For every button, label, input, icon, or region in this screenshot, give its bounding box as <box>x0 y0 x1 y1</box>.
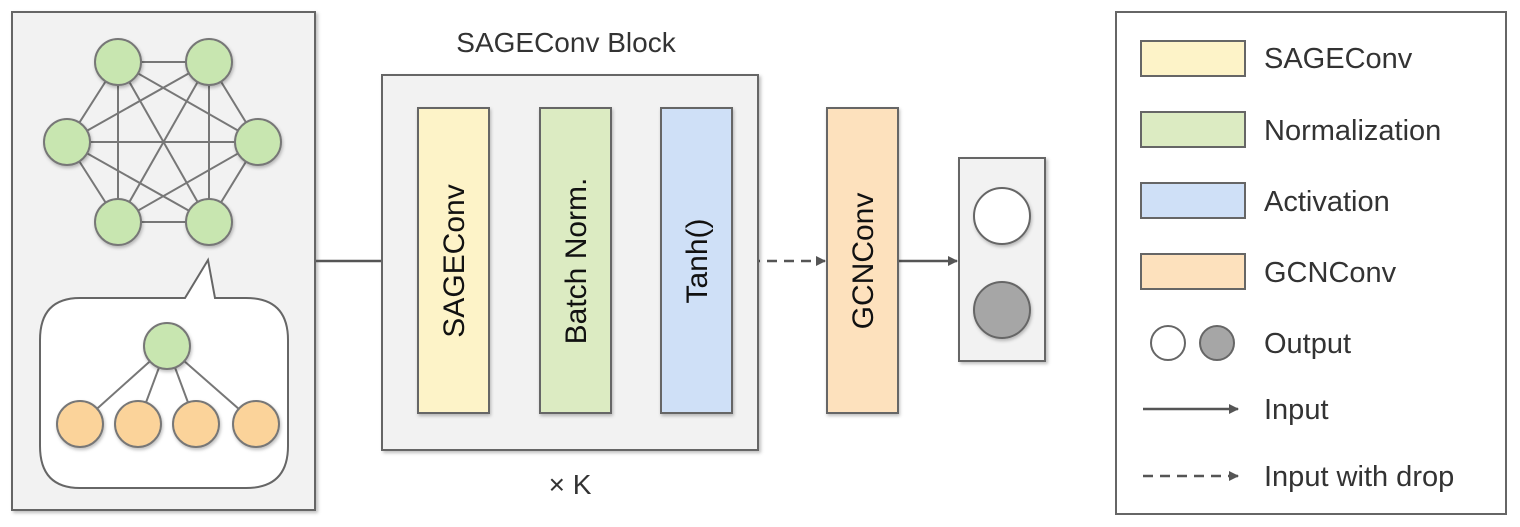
legend-label-gcnconv: GCNConv <box>1264 257 1397 289</box>
tree-leaf-nodes <box>56 400 280 448</box>
graph-node <box>43 118 91 166</box>
legend-label-output: Output <box>1264 328 1351 360</box>
neighbor-node <box>114 400 162 448</box>
graph-node <box>94 38 142 86</box>
block-repeat-label: × K <box>549 469 592 500</box>
legend-swatch-sageconv <box>1140 40 1246 77</box>
graph-node <box>185 198 233 246</box>
input-graph-panel <box>11 11 316 511</box>
layer-gcnconv-label: GCNConv <box>847 193 880 330</box>
sageconv-block: SAGEConv Block × K SAGEConv Batch Norm. … <box>381 27 759 500</box>
legend-swatch-normalization <box>1140 111 1246 148</box>
layer-gcnconv: GCNConv <box>826 107 899 414</box>
legend-swatch-gcnconv <box>1140 253 1246 290</box>
graph-node <box>94 198 142 246</box>
legend-label-sageconv: SAGEConv <box>1264 43 1413 75</box>
output-panel <box>958 157 1046 362</box>
output-node-white <box>973 187 1031 245</box>
legend-label-normalization: Normalization <box>1264 115 1441 147</box>
layer-sageconv-label: SAGEConv <box>438 184 471 337</box>
neighbor-node <box>56 400 104 448</box>
legend: SAGEConv Normalization Activation GCNCon… <box>1115 11 1507 515</box>
legend-output-gray-icon <box>1199 325 1235 361</box>
neighbor-node <box>232 400 280 448</box>
legend-swatch-activation <box>1140 182 1246 219</box>
layer-tanh-label: Tanh() <box>681 218 714 303</box>
graph-node <box>234 118 282 166</box>
neighbor-node <box>172 400 220 448</box>
legend-label-input: Input <box>1264 394 1329 426</box>
layer-batch-norm-label: Batch Norm. <box>560 178 593 345</box>
legend-label-activation: Activation <box>1264 186 1390 218</box>
legend-output-white-icon <box>1150 325 1186 361</box>
legend-label-input-drop: Input with drop <box>1264 461 1454 493</box>
layer-batch-norm: Batch Norm. <box>539 107 612 414</box>
tree-root-node <box>143 322 191 370</box>
graph-node <box>185 38 233 86</box>
output-node-gray <box>973 281 1031 339</box>
layer-sageconv: SAGEConv <box>417 107 490 414</box>
graph-nodes <box>43 38 282 246</box>
layer-tanh: Tanh() <box>660 107 733 414</box>
block-title: SAGEConv Block <box>456 27 676 58</box>
